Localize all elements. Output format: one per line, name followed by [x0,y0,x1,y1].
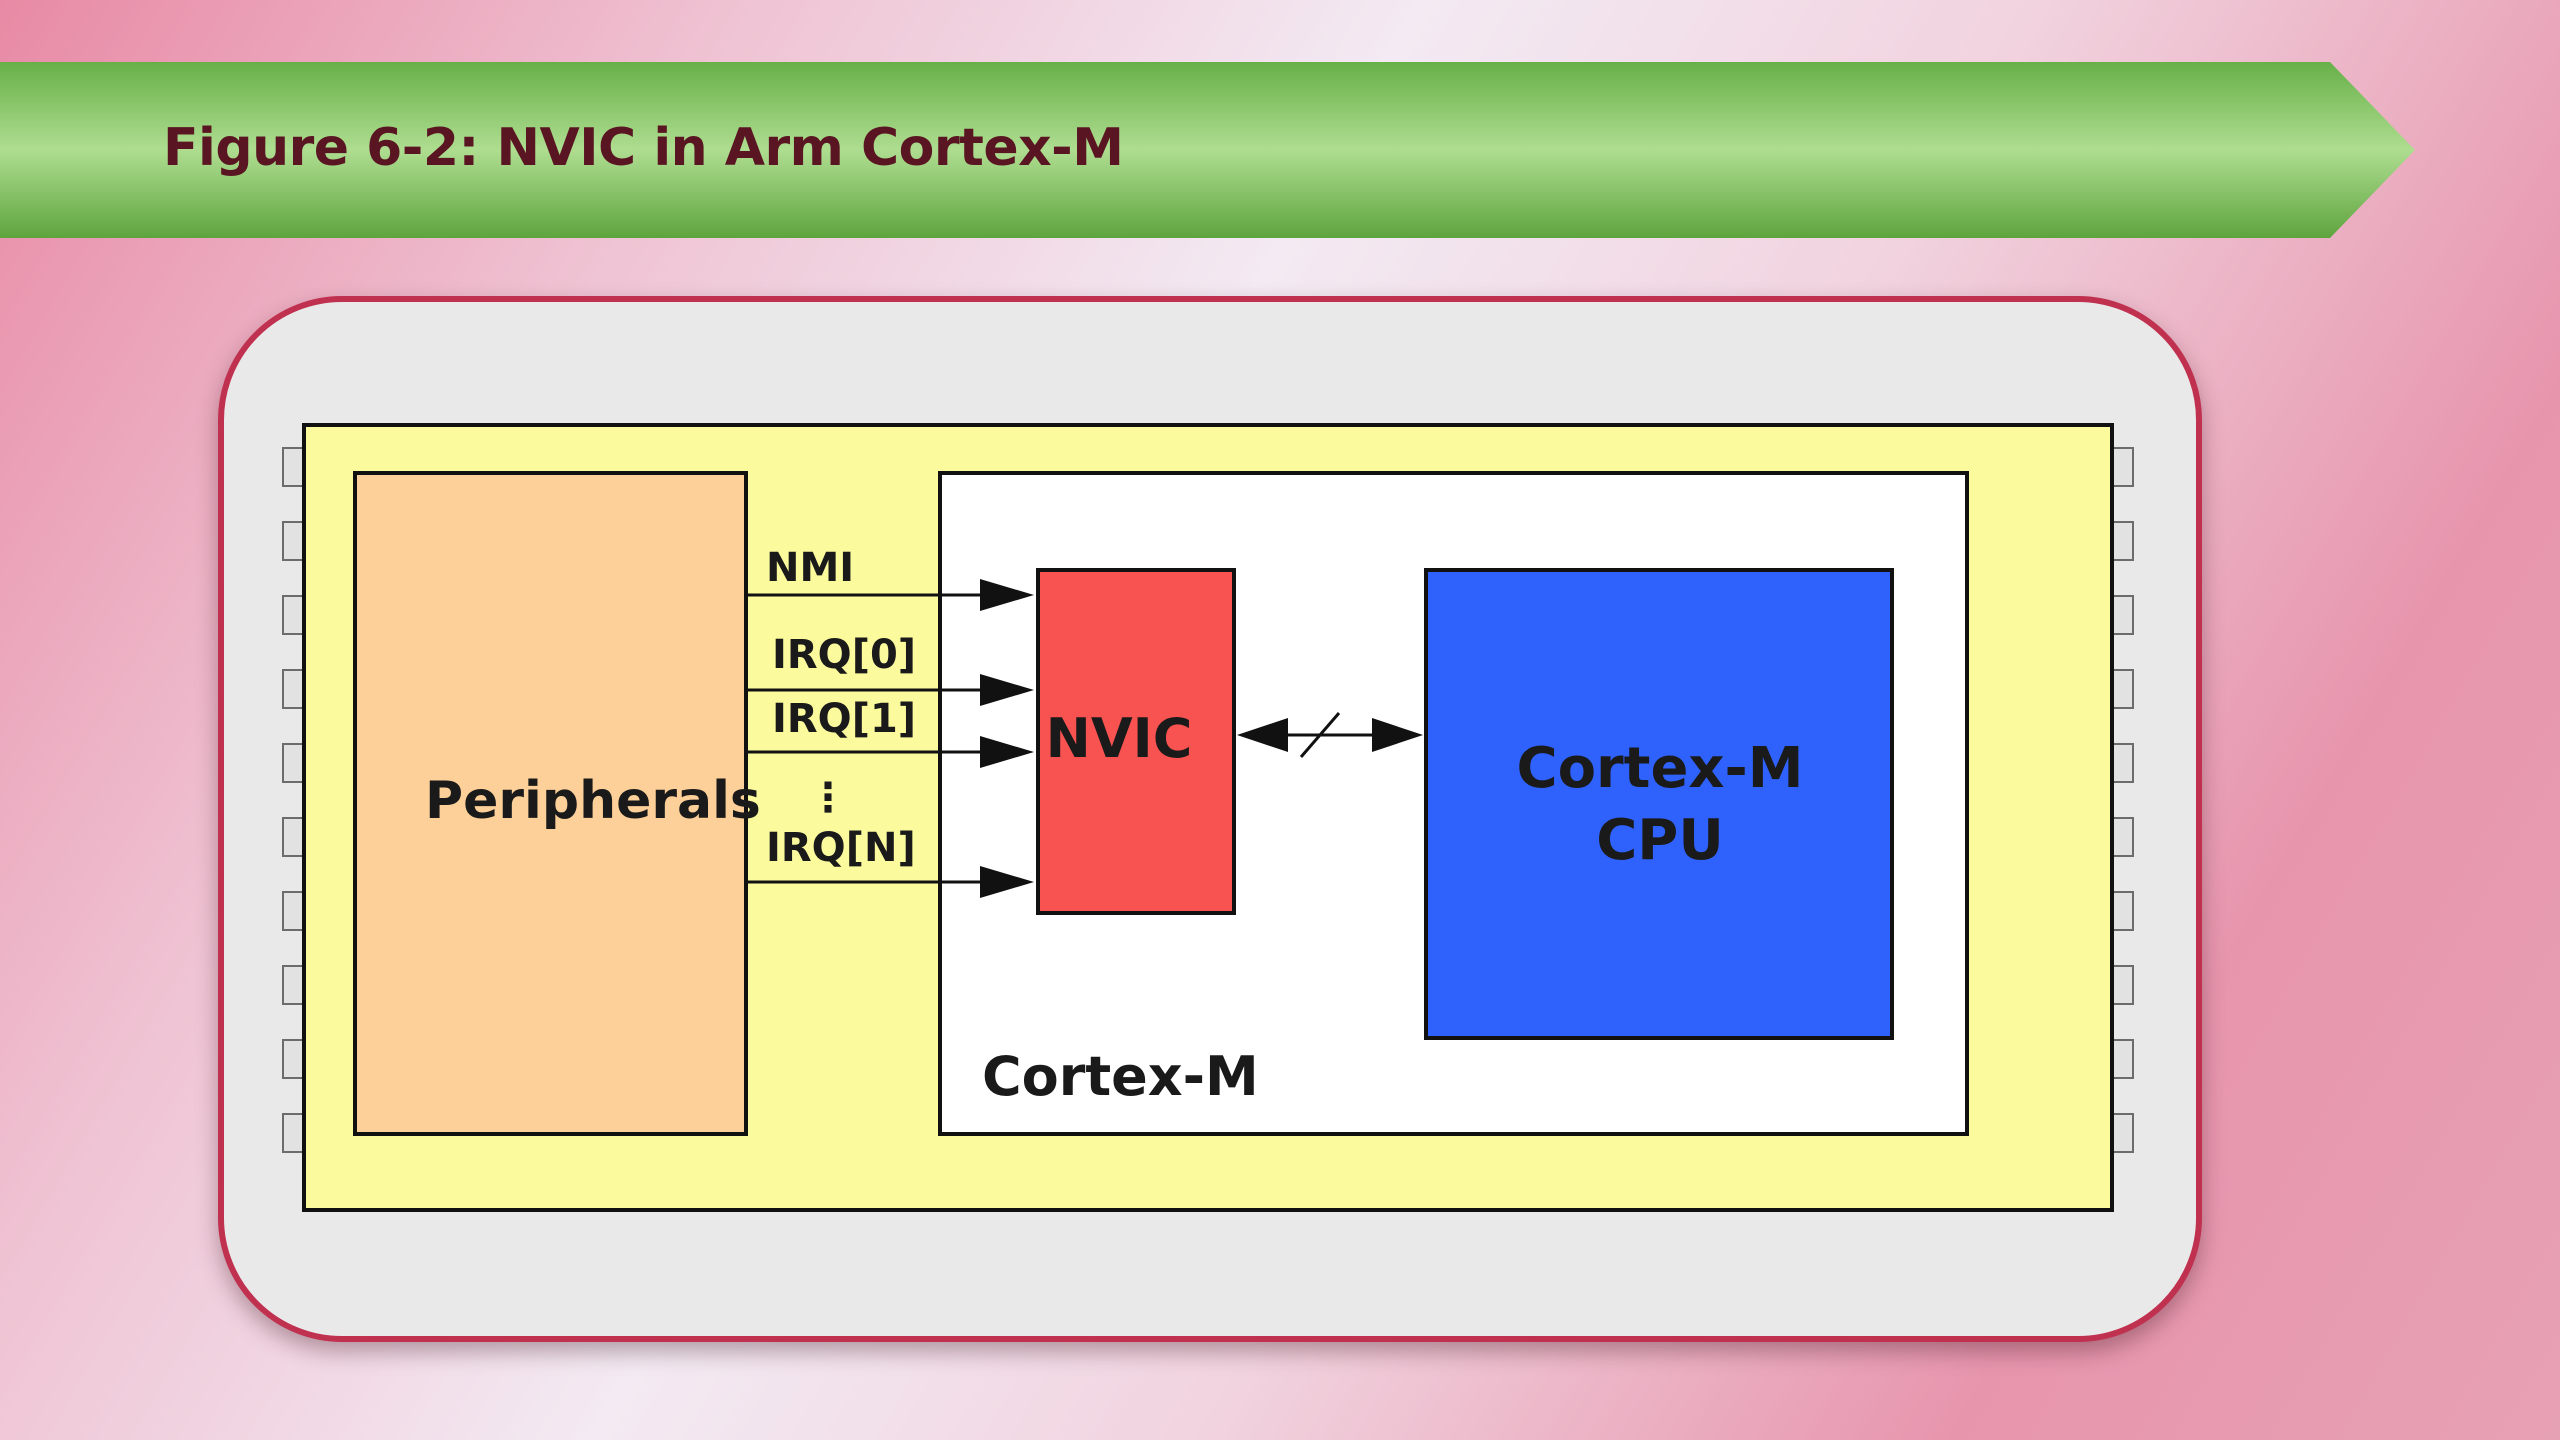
nmi-arrowhead [980,579,1034,611]
peripherals-block [353,471,748,1136]
bus-width-slash [1299,712,1341,758]
cpu-label: Cortex-M CPU [1425,733,1895,876]
irq-arrowheads [980,579,1034,898]
nvic-label: NVIC [1045,707,1193,770]
irq0-arrowhead [980,674,1034,706]
cpu-label-line1: Cortex-M [1516,736,1804,801]
irq-signal-lines [746,593,1000,884]
irqn-label: IRQ[N] [766,825,916,871]
irq-ellipsis: ⋮ [808,775,848,821]
figure-title: Figure 6-2: NVIC in Arm Cortex-M [163,118,1124,178]
irq0-label: IRQ[0] [772,632,917,678]
cpu-block [1424,568,1894,1040]
cortex-m-label: Cortex-M [982,1045,1259,1108]
cpu-label-line2: CPU [1596,807,1724,873]
peripherals-label: Peripherals [425,771,761,831]
irqn-arrowhead [980,866,1034,898]
chip-pins-right [2112,447,2134,1153]
nvic-diagram: NMI IRQ[0] IRQ[1] ⋮ IRQ[N] Peripherals N… [270,415,2140,1225]
chip-pins-left [282,447,304,1153]
title-banner [0,62,2420,242]
nvic-cpu-bus [1237,712,1423,758]
nvic-block [1036,568,1236,915]
irq1-label: IRQ[1] [772,696,917,742]
nmi-label: NMI [766,545,855,591]
irq1-arrowhead [980,736,1034,768]
